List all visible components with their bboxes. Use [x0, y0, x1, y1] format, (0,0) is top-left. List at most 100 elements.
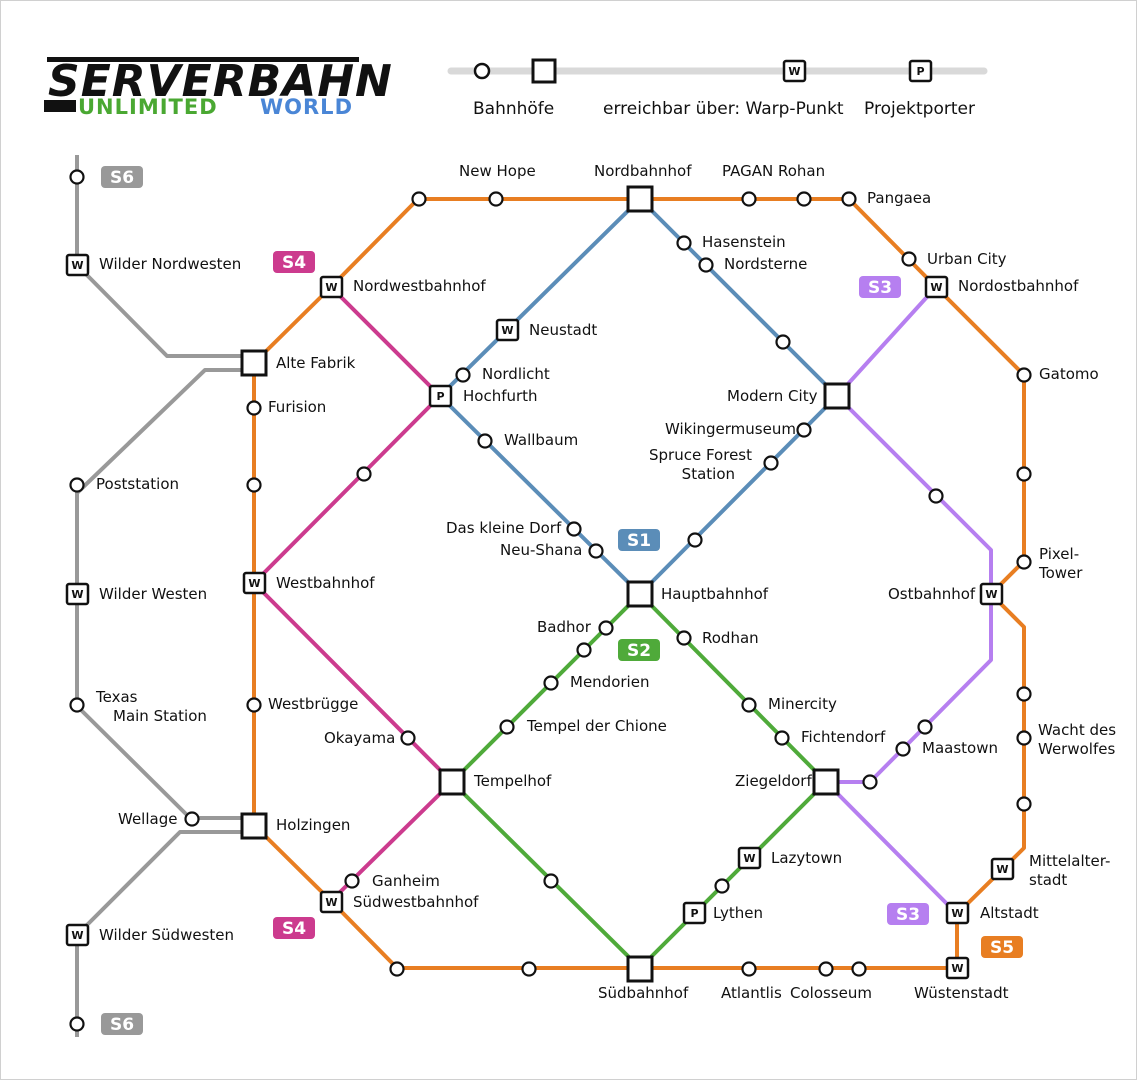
station-s3-ziegeldorf-east[interactable] — [862, 774, 878, 790]
station-s5-se-2[interactable] — [1016, 796, 1032, 812]
station-nordsterne[interactable] — [698, 257, 714, 273]
station-wacht-des-werwolfes[interactable] — [1016, 730, 1032, 746]
station-maastown[interactable] — [895, 741, 911, 757]
warp-wilder-westen[interactable]: W — [65, 582, 90, 606]
station-gatomo[interactable] — [1016, 367, 1032, 383]
station-wikingermuseum[interactable] — [796, 422, 812, 438]
station-wellage[interactable] — [184, 811, 200, 827]
badge-s1[interactable]: S1 — [618, 529, 660, 551]
station-s5-west-2[interactable] — [246, 477, 262, 493]
station-ziegeldorf[interactable] — [812, 768, 840, 796]
station-okayama[interactable] — [400, 730, 416, 746]
station-ganheim[interactable] — [344, 873, 360, 889]
station-s3-se[interactable] — [917, 719, 933, 735]
badge-s6-top[interactable]: S6 — [101, 166, 143, 188]
station-s4-nw[interactable] — [356, 466, 372, 482]
station-nordbahnhof[interactable] — [626, 185, 654, 213]
warp-neustadt[interactable]: W — [495, 318, 520, 342]
station-colosseum[interactable] — [818, 961, 834, 977]
warp-westbahnhof[interactable]: W — [242, 571, 267, 595]
porter-hochfurth[interactable]: P — [428, 384, 453, 408]
station-modern-city[interactable] — [823, 382, 851, 410]
legend: W P Bahnhöfe erreichbar über: Warp-Punkt… — [447, 58, 988, 119]
badge-s6-bottom[interactable]: S6 — [101, 1013, 143, 1035]
station-nordlicht[interactable] — [455, 367, 471, 383]
station-new-hope[interactable] — [488, 191, 504, 207]
station-badhor[interactable] — [598, 620, 614, 636]
station-rodhan[interactable] — [676, 630, 692, 646]
porter-symbol: P — [690, 907, 698, 920]
station-suedbahnhof[interactable] — [626, 955, 654, 983]
warp-symbol: W — [501, 324, 513, 337]
warp-wilder-suedwesten[interactable]: W — [65, 923, 90, 947]
badge-label: S1 — [627, 531, 651, 551]
station-ring-nw-corner[interactable] — [411, 191, 427, 207]
station-s5-east[interactable] — [1016, 466, 1032, 482]
station-tempel-der-chione[interactable] — [499, 719, 515, 735]
station-ring-s-1[interactable] — [521, 961, 537, 977]
station-furision[interactable] — [246, 400, 262, 416]
label-neu-shana: Neu-Shana — [500, 541, 582, 559]
warp-wilder-nordwesten[interactable]: W — [65, 253, 90, 277]
station-urban-city[interactable] — [901, 251, 917, 267]
badge-s4-bottom[interactable]: S4 — [273, 917, 315, 939]
badge-s5[interactable]: S5 — [981, 936, 1023, 958]
station-ring-s-2[interactable] — [851, 961, 867, 977]
station-s1-ne[interactable] — [775, 334, 791, 350]
station-hasenstein[interactable] — [676, 235, 692, 251]
station-s1-se[interactable] — [687, 532, 703, 548]
station-texas-main[interactable] — [69, 697, 85, 713]
station-alte-fabrik[interactable] — [240, 349, 268, 377]
station-minercity[interactable] — [741, 697, 757, 713]
warp-nordostbahnhof[interactable]: W — [924, 275, 949, 299]
badge-s3-bottom[interactable]: S3 — [887, 903, 929, 925]
station-s6-south-end[interactable] — [69, 1016, 85, 1032]
warp-ostbahnhof[interactable]: W — [979, 582, 1004, 606]
warp-icon — [65, 582, 90, 606]
label-tempelhof: Tempelhof — [473, 772, 552, 790]
warp-lazytown[interactable]: W — [737, 846, 762, 870]
station-s2-sw[interactable] — [543, 873, 559, 889]
warp-wuestenstadt[interactable]: W — [945, 956, 970, 980]
warp-icon — [319, 275, 344, 299]
station-ring-sw-corner[interactable] — [389, 961, 405, 977]
station-s5-se-1[interactable] — [1016, 686, 1032, 702]
label-wacht-1: Wacht des — [1038, 721, 1116, 739]
station-ring-n-2[interactable] — [796, 191, 812, 207]
label-pagan-rohan: PAGAN Rohan — [722, 162, 825, 180]
label-wuestenstadt: Wüstenstadt — [914, 984, 1009, 1002]
station-s6-north-end[interactable] — [69, 169, 85, 185]
station-s2-nw[interactable] — [576, 642, 592, 658]
warp-altstadt[interactable]: W — [945, 901, 970, 925]
warp-mittelalterstadt[interactable]: W — [990, 857, 1015, 881]
station-wallbaum[interactable] — [477, 433, 493, 449]
station-hauptbahnhof[interactable] — [626, 580, 654, 608]
porter-lythen[interactable]: P — [682, 901, 707, 925]
label-pixel-tower-2: Tower — [1038, 564, 1083, 582]
badge-s3-top[interactable]: S3 — [859, 276, 901, 298]
station-poststation[interactable] — [69, 477, 85, 493]
station-pixel-tower[interactable] — [1016, 554, 1032, 570]
station-spruce-forest[interactable] — [763, 455, 779, 471]
badge-label: S6 — [110, 168, 134, 188]
station-s3-east[interactable] — [928, 488, 944, 504]
warp-icon — [242, 571, 267, 595]
badge-s4-top[interactable]: S4 — [273, 251, 315, 273]
station-labels: New Hope Nordbahnhof PAGAN Rohan Pangaea… — [95, 162, 1116, 1002]
station-westbruegge[interactable] — [246, 697, 262, 713]
warp-nordwestbahnhof[interactable]: W — [319, 275, 344, 299]
badge-s2[interactable]: S2 — [618, 639, 660, 661]
station-holzingen[interactable] — [240, 812, 268, 840]
warp-suedwestbahnhof[interactable]: W — [319, 890, 344, 914]
station-pagan-rohan[interactable] — [741, 191, 757, 207]
station-pangaea[interactable] — [841, 191, 857, 207]
station-mendorien[interactable] — [543, 675, 559, 691]
station-tempelhof[interactable] — [438, 768, 466, 796]
station-s2-se[interactable] — [714, 878, 730, 894]
station-atlantlis[interactable] — [741, 961, 757, 977]
station-fichtendorf[interactable] — [774, 730, 790, 746]
station-das-kleine-dorf[interactable] — [566, 521, 582, 537]
label-hochfurth: Hochfurth — [463, 387, 538, 405]
station-neu-shana[interactable] — [588, 543, 604, 559]
